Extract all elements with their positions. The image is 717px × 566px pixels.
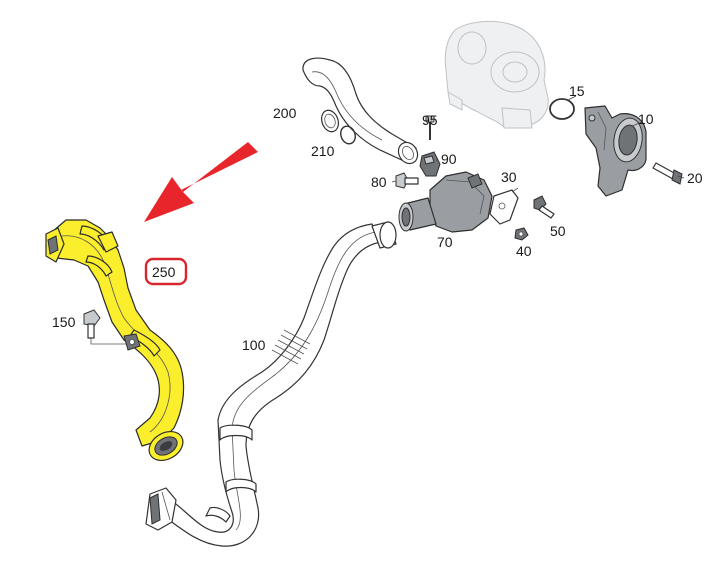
callout-90: 90 xyxy=(441,151,457,167)
highlight-arrow xyxy=(144,142,258,222)
callout-80: 80 xyxy=(371,174,387,190)
leader-lines xyxy=(391,95,685,183)
callout-40: 40 xyxy=(516,243,532,259)
part-15-o-ring xyxy=(549,98,575,120)
callout-250: 250 xyxy=(152,264,176,280)
callout-15: 15 xyxy=(569,83,585,99)
highlight-frame xyxy=(144,257,188,286)
callout-95: 95 xyxy=(422,112,438,128)
callout-30: 30 xyxy=(501,169,517,185)
part-20-bolt xyxy=(652,162,683,185)
callout-10: 10 xyxy=(638,111,654,127)
part-40-nut xyxy=(514,227,529,241)
callout-50: 50 xyxy=(550,223,566,239)
callout-100: 100 xyxy=(242,337,266,353)
part-90-sensor xyxy=(419,151,441,177)
callout-70: 70 xyxy=(437,234,453,250)
part-80-bolt xyxy=(395,172,419,189)
part-50-bolt xyxy=(533,195,555,219)
part-200-hose xyxy=(302,57,419,165)
part-150-bolt xyxy=(83,309,128,345)
callout-210: 210 xyxy=(311,143,335,159)
turbocharger-ghost xyxy=(444,20,549,129)
part-30-bracket xyxy=(489,187,519,225)
callout-150: 150 xyxy=(52,314,76,330)
part-10-outlet-elbow xyxy=(584,105,647,197)
callout-labels: 10 15 20 30 40 50 70 80 90 95 100 150 20… xyxy=(52,83,703,353)
part-210-seal-ring xyxy=(340,125,356,145)
part-100-charge-pipe xyxy=(145,221,397,547)
part-95-screw xyxy=(425,115,435,140)
callout-20: 20 xyxy=(687,170,703,186)
part-250-hose-highlighted xyxy=(45,219,185,462)
callout-200: 200 xyxy=(273,105,297,121)
part-70-housing xyxy=(398,171,493,233)
